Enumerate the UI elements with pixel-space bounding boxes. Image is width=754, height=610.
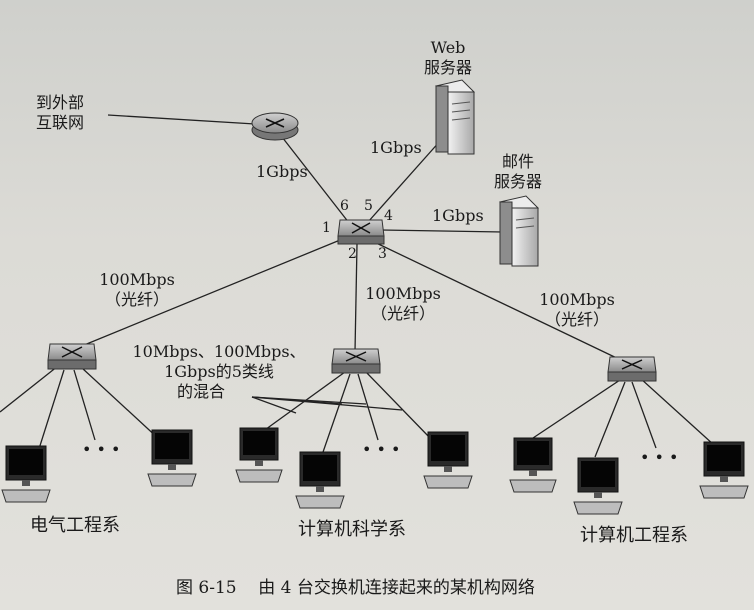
ellipsis-ce: • • •: [640, 448, 679, 467]
ellipsis-ee: • • •: [82, 440, 121, 459]
web-server-icon: [435, 79, 475, 155]
link-mid-medium: （光纤）: [370, 304, 435, 323]
port-4: 4: [384, 208, 393, 224]
dept-ee-label: 电气工程系: [30, 515, 120, 536]
central-switch-icon: [337, 219, 385, 245]
computer-icon: [1, 445, 51, 503]
cable-cs-2: [321, 373, 351, 456]
port-5: 5: [364, 198, 373, 214]
cable-ee-2: [37, 369, 65, 453]
link-web-switch: [367, 139, 442, 223]
figure-caption: 图 6-15 由 4 台交换机连接起来的某机构网络: [176, 578, 535, 598]
mail-server-icon: [499, 195, 539, 267]
external-label-line1: 到外部: [35, 93, 84, 112]
ee-switch-icon: [47, 343, 97, 370]
computer-icon: [573, 457, 623, 515]
web-label-line2: 服务器: [423, 58, 472, 77]
mail-label-line1: 邮件: [501, 152, 534, 171]
port-6: 6: [340, 198, 349, 214]
figure-number: 图 6-15: [176, 578, 237, 598]
link-router-switch: [274, 127, 354, 229]
link-right-medium: （光纤）: [544, 310, 609, 329]
link-router-speed: 1Gbps: [256, 162, 308, 181]
dept-cs-label: 计算机科学系: [298, 519, 406, 540]
link-mail-speed: 1Gbps: [432, 206, 484, 225]
computer-icons: [1, 427, 749, 515]
link-mid-speed: 100Mbps: [365, 284, 441, 303]
cable-cs-4: [365, 371, 433, 441]
mixed-line3: 的混合: [176, 382, 225, 401]
router-icon: [251, 112, 299, 141]
dept-ce-label: 计算机工程系: [580, 525, 688, 546]
computer-icon: [699, 441, 749, 499]
computer-icon: [423, 431, 473, 489]
figure-caption-text: 由 4 台交换机连接起来的某机构网络: [258, 578, 535, 598]
computer-icon: [235, 427, 283, 483]
link-mid-label: 100Mbps （光纤）: [362, 284, 444, 324]
ce-switch-icon: [607, 356, 657, 382]
mixed-line2: 1Gbps的5类线: [164, 362, 274, 381]
port-1: 1: [322, 220, 331, 236]
mixed-cabling-label: 10Mbps、100Mbps、 1Gbps的5类线 的混合: [132, 342, 306, 402]
computer-icon: [295, 451, 345, 509]
link-left-label: 100Mbps （光纤）: [96, 270, 178, 310]
mail-label-line2: 服务器: [493, 172, 542, 191]
link-switch-ee: [71, 237, 346, 351]
link-switch-ce: [369, 239, 626, 363]
mail-server-label: 邮件 服务器: [486, 152, 550, 192]
external-label-line2: 互联网: [35, 113, 84, 132]
computer-icon: [509, 437, 557, 493]
mixed-line1: 10Mbps、100Mbps、: [132, 342, 306, 361]
cable-ee-1: [0, 365, 59, 413]
link-web-speed: 1Gbps: [370, 138, 422, 157]
annot-pointer-4: [251, 396, 403, 411]
external-internet-label: 到外部 互联网: [20, 93, 100, 133]
web-label-line1: Web: [430, 38, 466, 57]
link-right-label: 100Mbps （光纤）: [536, 290, 618, 330]
link-left-medium: （光纤）: [104, 290, 169, 309]
link-mail-switch: [379, 229, 504, 233]
annot-pointer-1: [251, 396, 297, 414]
port-3: 3: [378, 246, 387, 262]
computer-icon: [147, 429, 197, 487]
cable-ce-2: [594, 381, 626, 458]
ellipsis-cs: • • •: [362, 440, 401, 459]
cable-ce-3: [631, 381, 657, 449]
port-2: 2: [348, 246, 357, 262]
cable-ce-1: [529, 379, 621, 441]
cs-switch-icon: [331, 348, 381, 374]
cable-ce-4: [639, 377, 715, 446]
web-server-label: Web 服务器: [416, 38, 480, 78]
link-switch-cs: [354, 243, 358, 353]
cable-ee-4: [81, 367, 161, 441]
link-right-speed: 100Mbps: [539, 290, 615, 309]
cable-ee-3: [73, 369, 96, 441]
link-left-speed: 100Mbps: [99, 270, 175, 289]
link-external: [107, 114, 256, 125]
